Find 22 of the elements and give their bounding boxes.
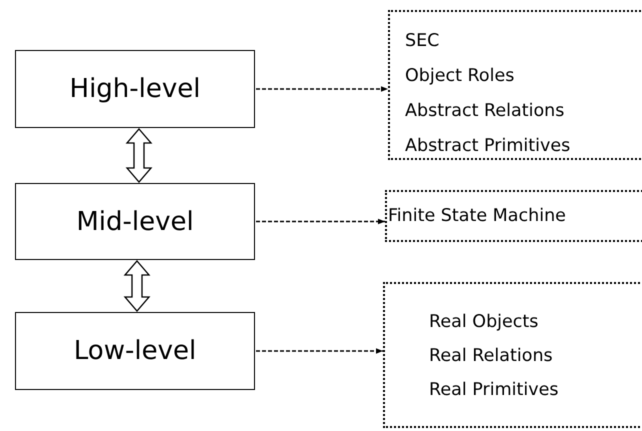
double-arrow	[124, 260, 150, 312]
list-item: Real Relations	[429, 345, 554, 368]
list-item: SEC	[405, 30, 440, 53]
list-item: Finite State Machine	[388, 205, 567, 228]
dashed-arrow	[256, 218, 385, 224]
dotted-box	[388, 10, 642, 160]
level-label: Low-level	[74, 336, 196, 366]
level-label: Mid-level	[76, 206, 194, 236]
list-item: Object Roles	[405, 65, 516, 88]
dotted-box	[383, 282, 642, 428]
level-box	[15, 50, 255, 128]
level-box	[15, 312, 255, 390]
dashed-arrow	[256, 348, 383, 354]
level-label: High-level	[70, 74, 200, 104]
list-item: Real Objects	[429, 311, 540, 334]
level-box	[15, 183, 255, 260]
dashed-arrow	[256, 86, 388, 92]
dotted-box	[385, 190, 642, 242]
double-arrow	[126, 128, 152, 183]
list-item: Real Primitives	[429, 379, 560, 402]
list-item: Abstract Relations	[405, 100, 566, 123]
list-item: Abstract Primitives	[405, 135, 572, 158]
